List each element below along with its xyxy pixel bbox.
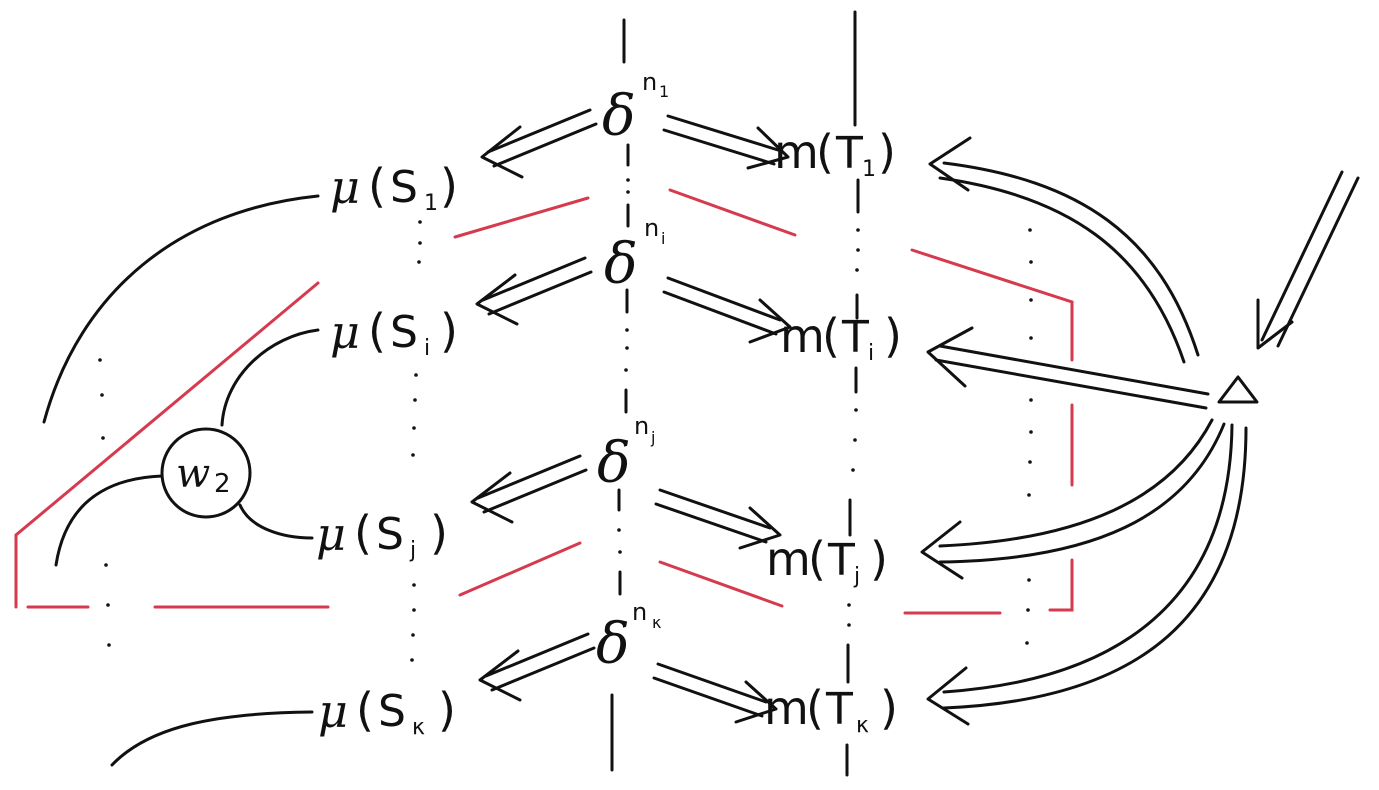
arrow-deltai-to-m-ti <box>666 276 782 322</box>
delta-k-sub: κ <box>652 613 662 632</box>
far-left-dots <box>98 358 111 647</box>
mu-si-sub: i <box>424 336 430 361</box>
arrow-triangle-to-m-ti <box>938 344 1210 396</box>
mu-sk-close: ) <box>438 683 456 737</box>
mu-sj-open: ( <box>354 506 372 560</box>
left-curves <box>42 194 320 767</box>
triangle-to-m-arrows <box>920 136 1248 726</box>
delta-k-symbol: δ <box>596 612 630 677</box>
m-t1-close: ) <box>878 125 896 179</box>
delta-k-exp: n <box>632 598 647 626</box>
right-column-dots <box>1025 228 1033 645</box>
m-ti: m ( T i ) <box>780 309 902 366</box>
mu-sk-s: S <box>378 686 406 737</box>
mu-si-open: ( <box>368 304 386 358</box>
m-tk-open: ( <box>806 681 824 735</box>
arrow-triangle-to-m-t1 <box>942 161 1200 357</box>
delta-1: δ n 1 <box>602 68 669 149</box>
arrow-deltai-to-mu-si <box>481 256 587 302</box>
m-t1-t: T <box>835 128 863 179</box>
delta-i-symbol: δ <box>604 232 638 297</box>
s-column-dots <box>410 220 422 662</box>
delta-i-exp: n <box>644 214 659 242</box>
mu-si-mu: μ <box>330 305 360 359</box>
triangle-icon <box>1217 375 1259 404</box>
mu-sj-close: ) <box>430 506 448 560</box>
delta-1-exp: n <box>642 68 657 96</box>
arrow-delta1-to-m-t1 <box>666 114 780 152</box>
m-axis-dots <box>847 228 860 627</box>
incoming-arrow <box>1256 170 1360 350</box>
mu-sj-mu: μ <box>316 507 346 561</box>
mu-sk-sub: κ <box>412 715 425 740</box>
mu-s1: μ ( S 1 ) <box>330 159 458 216</box>
mu-s1-mu: μ <box>330 160 360 214</box>
curve-w2-to-mu-si <box>220 328 320 427</box>
arrow-triangle-to-m-tk <box>942 423 1234 694</box>
arrow-deltak-to-m-tk <box>656 662 768 704</box>
m-ti-t: T <box>841 312 869 363</box>
arrow-deltak-to-mu-sk <box>484 632 590 678</box>
delta-j-sub: j <box>650 428 655 447</box>
delta-1-sub: 1 <box>659 82 669 101</box>
curve-left-to-w2 <box>54 474 164 567</box>
w2-letter: w <box>176 451 210 497</box>
arrow-deltaj-to-mu-sj <box>476 454 582 500</box>
arrow-deltaj-to-m-tj <box>658 488 772 530</box>
m-tk-m: m <box>764 681 809 735</box>
mu-si-close: ) <box>440 304 458 358</box>
delta-axis-dots <box>617 178 630 554</box>
m-t1-m: m <box>774 125 819 179</box>
m-ti-close: ) <box>884 309 902 363</box>
mu-s1-s: S <box>390 162 418 213</box>
m-tj-m: m <box>766 532 811 586</box>
m-tk-sub: κ <box>856 713 869 738</box>
delta-to-mu-arrows <box>470 108 598 702</box>
delta-j: δ n j <box>597 412 655 496</box>
curve-into-mu-sk <box>110 710 314 767</box>
m-tj-open: ( <box>808 532 826 586</box>
red-frame <box>14 188 1074 615</box>
delta-to-m-arrows <box>652 114 792 724</box>
w2-node: w 2 <box>160 427 252 519</box>
mu-s1-sub: 1 <box>424 191 438 216</box>
delta-1-symbol: δ <box>602 84 636 149</box>
mu-sj-s: S <box>376 509 404 560</box>
mu-si-s: S <box>390 307 418 358</box>
m-tk-close: ) <box>880 681 898 735</box>
m-tj-t: T <box>827 535 855 586</box>
m-ti-m: m <box>780 309 825 363</box>
m-axis <box>845 10 860 777</box>
m-tk-t: T <box>825 684 853 735</box>
m-ti-sub: i <box>868 341 874 366</box>
delta-j-exp: n <box>634 412 649 440</box>
w2-subscript: 2 <box>214 469 231 499</box>
mu-si: μ ( S i ) <box>330 304 458 361</box>
delta-k: δ n κ <box>596 598 662 677</box>
mu-sk-open: ( <box>356 683 374 737</box>
mu-sk-mu: μ <box>318 684 348 738</box>
delta-i: δ n i <box>604 214 665 297</box>
m-tj-close: ) <box>870 532 888 586</box>
m-tk: m ( T κ ) <box>764 681 898 738</box>
m-t1-sub: 1 <box>862 157 876 182</box>
curve-into-mu-s1 <box>42 194 320 424</box>
mu-s1-open: ( <box>368 159 386 213</box>
m-t1-open: ( <box>816 125 834 179</box>
delta-j-symbol: δ <box>597 431 631 496</box>
mu-sj-sub: j <box>409 538 416 563</box>
delta-i-sub: i <box>661 229 665 248</box>
delta-axis <box>610 18 630 772</box>
curve-w2-to-mu-sj <box>238 503 314 540</box>
arrow-triangle-to-m-tj <box>938 418 1214 548</box>
mu-sk: μ ( S κ ) <box>318 683 456 740</box>
mu-s1-close: ) <box>440 159 458 213</box>
m-ti-open: ( <box>822 309 840 363</box>
mu-sj: μ ( S j ) <box>316 506 448 563</box>
m-tj-sub: j <box>853 564 860 589</box>
m-t1: m ( T 1 ) <box>774 125 896 182</box>
arrow-delta1-to-mu-s1 <box>486 108 592 154</box>
m-tj: m ( T j ) <box>766 532 888 589</box>
